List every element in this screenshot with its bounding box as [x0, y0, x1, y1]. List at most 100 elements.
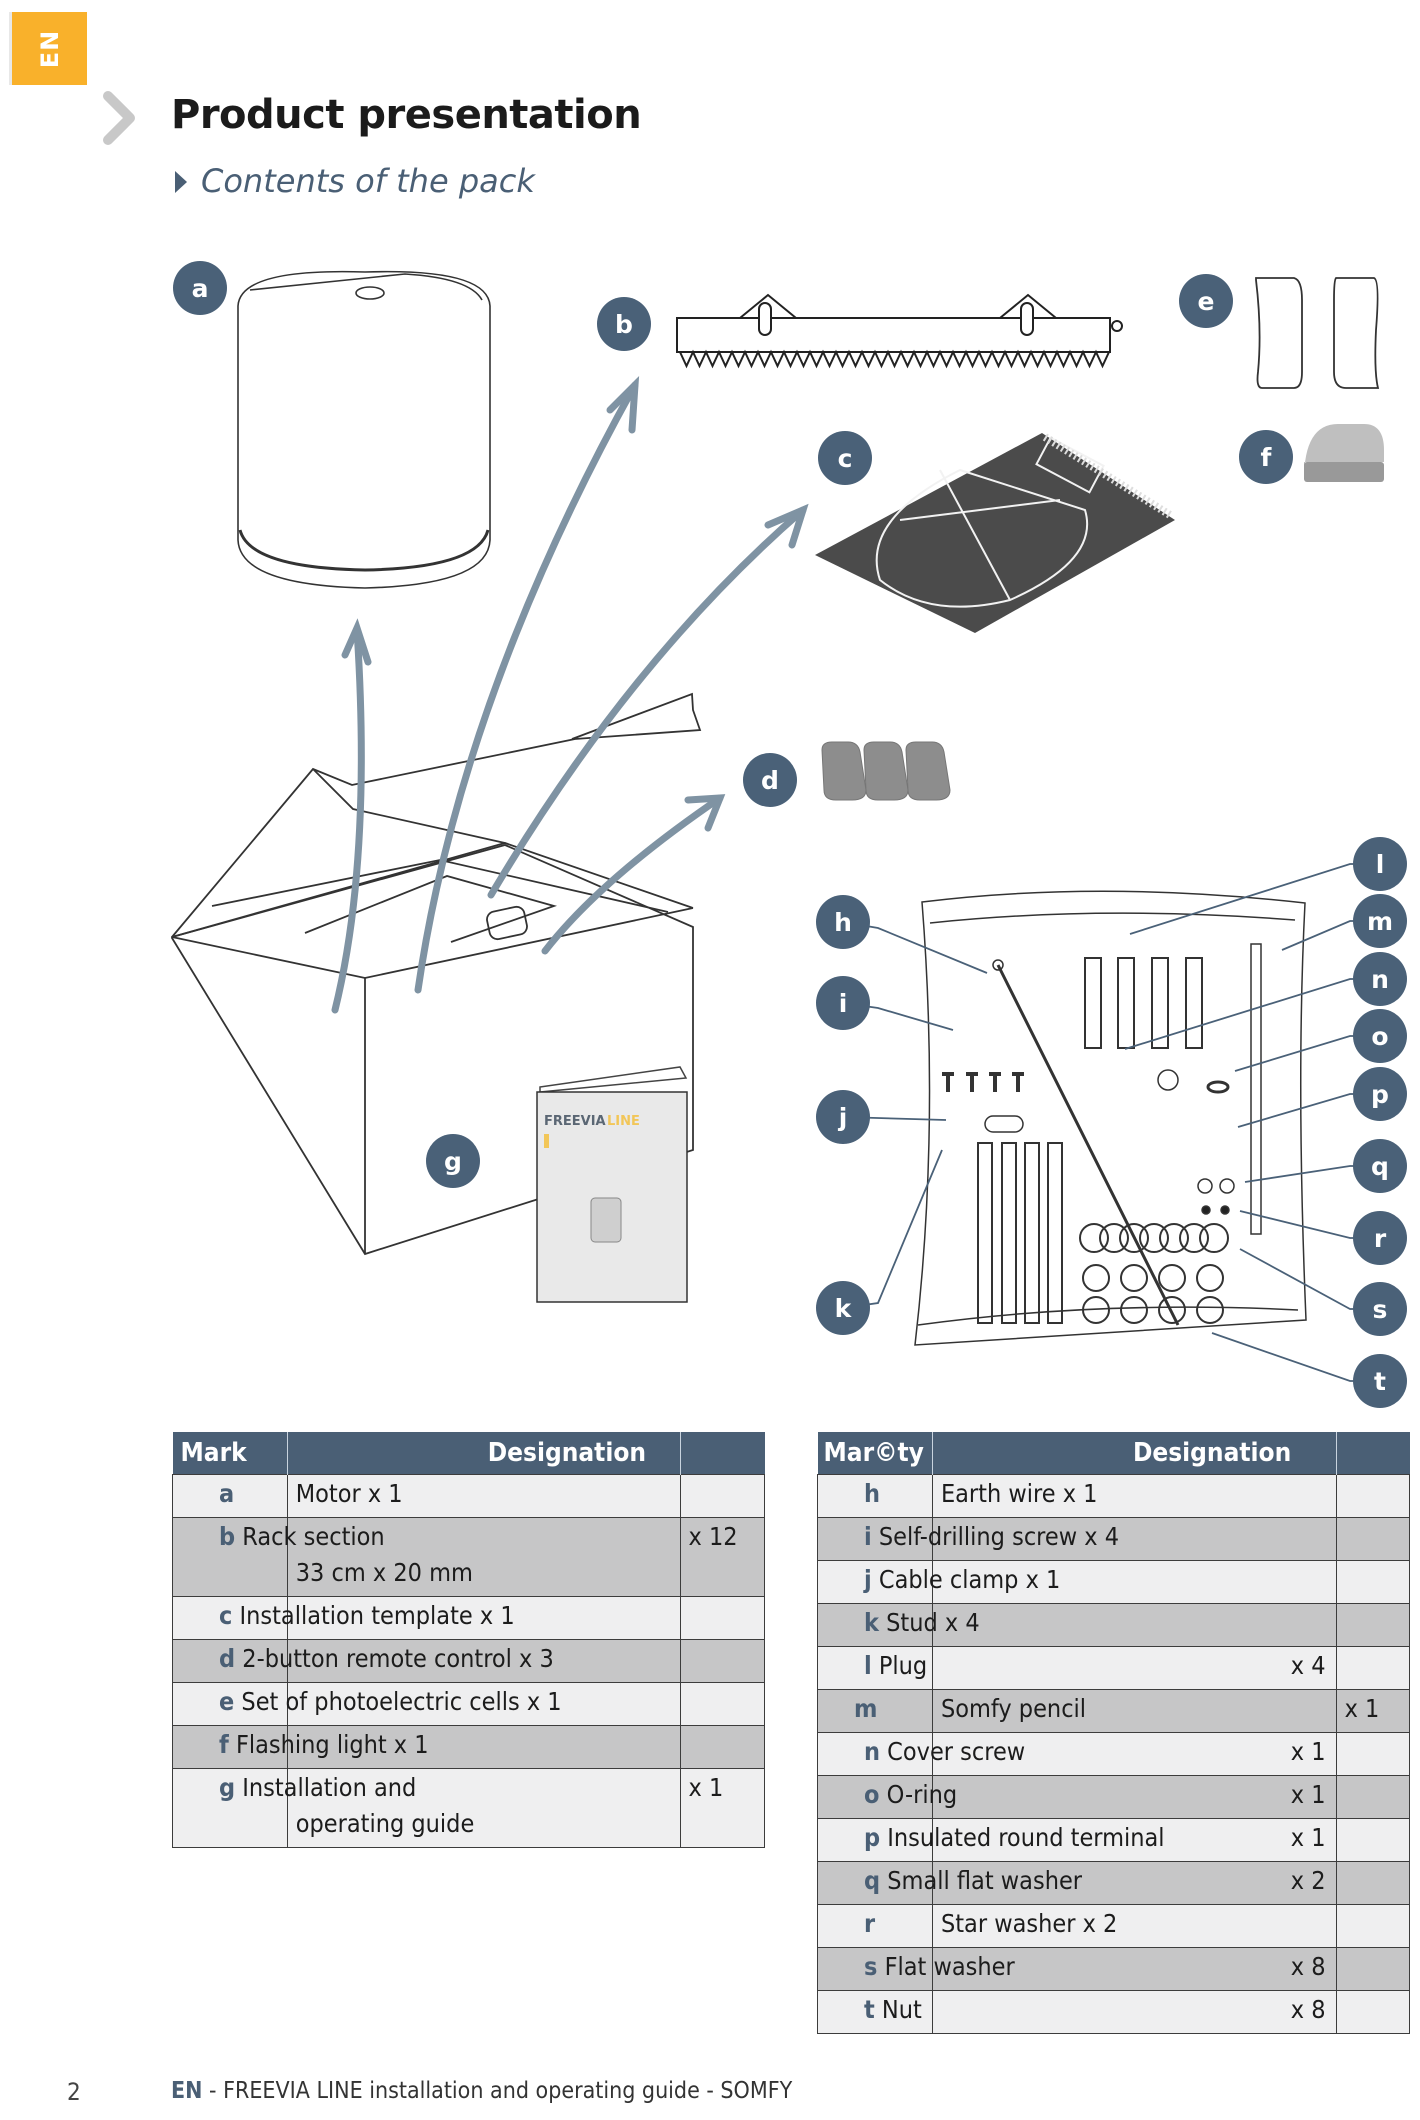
qty-cell: [679, 1682, 766, 1726]
mark-cell: s Flat washer: [817, 1947, 1015, 1991]
designation-cell: Earth wire x 1: [931, 1474, 1337, 1518]
qty-cell: [679, 1474, 766, 1518]
callout-g: g: [426, 1134, 480, 1188]
designation-text-line2: operating guide: [295, 1809, 475, 1838]
mark-letter: o: [864, 1780, 880, 1809]
callout-b: b: [597, 297, 651, 351]
table-row: t Nut x 8: [817, 1990, 1411, 2034]
mark-letter: g: [219, 1773, 236, 1802]
designation-cell: Somfy pencil: [931, 1689, 1337, 1733]
callout-a: a: [173, 261, 227, 315]
remote-controls-illustration: [821, 741, 951, 801]
mark-letter: l: [864, 1651, 872, 1680]
chevron-right-icon: [103, 91, 135, 145]
designation-text: Star washer x 2: [940, 1909, 1118, 1938]
mark-cell: h: [817, 1474, 933, 1518]
photoelectric-cells-illustration: [1255, 277, 1380, 389]
cover-screw-illustration: [1157, 1069, 1179, 1091]
qty-cell: x 1: [1335, 1689, 1411, 1733]
designation-text: Nut: [881, 1995, 922, 2024]
callout-l: l: [1353, 837, 1407, 891]
mark-cell: f Flashing light x 1: [172, 1725, 429, 1769]
qty-value: x 1: [1344, 1694, 1380, 1723]
mark-letter: m: [854, 1694, 878, 1723]
column-header-designation: Designation: [932, 1432, 1337, 1475]
designation-text: Plug: [878, 1651, 928, 1680]
inline-qty-value: x 1: [1290, 1780, 1326, 1809]
mark-letter: t: [864, 1995, 875, 2024]
mark-letter: p: [864, 1823, 881, 1852]
table-header-row: Mark Designation: [172, 1432, 765, 1475]
table-row: f Flashing light x 1: [172, 1725, 766, 1769]
qty-cell: [679, 1639, 766, 1683]
footer-lang: EN: [171, 2078, 203, 2104]
callout-o: o: [1353, 1009, 1407, 1063]
mark-letter: j: [864, 1565, 872, 1594]
inline-qty-value: x 4: [1290, 1651, 1326, 1680]
pencil-illustration: [1250, 943, 1262, 1235]
qty-cell: [1335, 1560, 1411, 1604]
qty-cell: [1335, 1517, 1411, 1561]
designation-text: Flashing light x 1: [235, 1730, 429, 1759]
designation-text: Cover screw: [887, 1737, 1026, 1766]
callout-c: c: [818, 431, 872, 485]
designation-cell: [286, 1596, 681, 1640]
arrow-to-template: [487, 506, 807, 899]
column-header-mark: Mark: [172, 1432, 288, 1475]
callout-h: h: [816, 895, 870, 949]
designation-text-line2: 33 cm x 20 mm: [295, 1558, 473, 1587]
qty-value: x 1: [688, 1773, 724, 1802]
qty-cell: [1335, 1732, 1411, 1776]
table-row: e Set of photoelectric cells x 1: [172, 1682, 766, 1726]
studs-illustration: [977, 1142, 1063, 1324]
mark-letter: k: [864, 1608, 879, 1637]
o-ring-illustration: [1206, 1080, 1230, 1094]
designation-cell: x 2: [931, 1861, 1337, 1905]
callout-r: r: [1353, 1211, 1407, 1265]
designation-cell: Motor x 1: [286, 1474, 681, 1518]
designation-cell: x 1: [931, 1775, 1337, 1819]
pack-contents-illustration: FREEVIA LINE: [171, 270, 1384, 1382]
mark-cell: l Plug: [817, 1646, 933, 1690]
designation-cell: x 4: [931, 1646, 1337, 1690]
arrow-to-motor: [331, 626, 365, 1014]
designation-cell: [931, 1517, 1337, 1561]
mark-cell: p Insulated round terminal: [817, 1818, 1165, 1862]
qty-cell: [679, 1725, 766, 1769]
designation-text: Rack section: [242, 1522, 385, 1551]
callout-k: k: [816, 1281, 870, 1335]
table-row: j Cable clamp x 1: [817, 1560, 1411, 1604]
guide-booklet-illustration: FREEVIA LINE: [536, 1066, 688, 1303]
column-header-qty: [1336, 1432, 1410, 1475]
mark-cell: d 2-button remote control x 3: [172, 1639, 554, 1683]
page-number: 2: [67, 2078, 81, 2106]
qty-cell: [1335, 1646, 1411, 1690]
language-tab: EN: [12, 12, 87, 85]
designation-cell: 33 cm x 20 mm: [286, 1517, 681, 1597]
designation-cell: x 8: [931, 1990, 1337, 2034]
small-flat-washer-illustration: [1197, 1178, 1213, 1194]
mark-letter: a: [219, 1479, 235, 1508]
footer-title: - FREEVIA LINE installation and operatin…: [202, 2078, 793, 2104]
callout-d: d: [743, 753, 797, 807]
booklet-title: FREEVIA: [544, 1114, 606, 1129]
qty-value: x 12: [688, 1522, 738, 1551]
callout-q: q: [1353, 1139, 1407, 1193]
designation-text: Installation and: [242, 1773, 417, 1802]
designation-text: Set of photoelectric cells x 1: [241, 1687, 562, 1716]
mark-letter: n: [864, 1737, 881, 1766]
designation-text: O-ring: [886, 1780, 958, 1809]
mark-letter: s: [864, 1952, 878, 1981]
callout-e: e: [1179, 274, 1233, 328]
qty-cell: [1335, 1818, 1411, 1862]
mark-cell: g Installation and: [172, 1768, 416, 1848]
designation-text: Somfy pencil: [940, 1694, 1087, 1723]
qty-cell: [1335, 1775, 1411, 1819]
cable-clamp-illustration: [984, 1115, 1024, 1133]
column-header-designation: Designation: [287, 1432, 681, 1475]
mark-cell: j Cable clamp x 1: [817, 1560, 1060, 1604]
table-row: i Self-drilling screw x 4: [817, 1517, 1411, 1561]
